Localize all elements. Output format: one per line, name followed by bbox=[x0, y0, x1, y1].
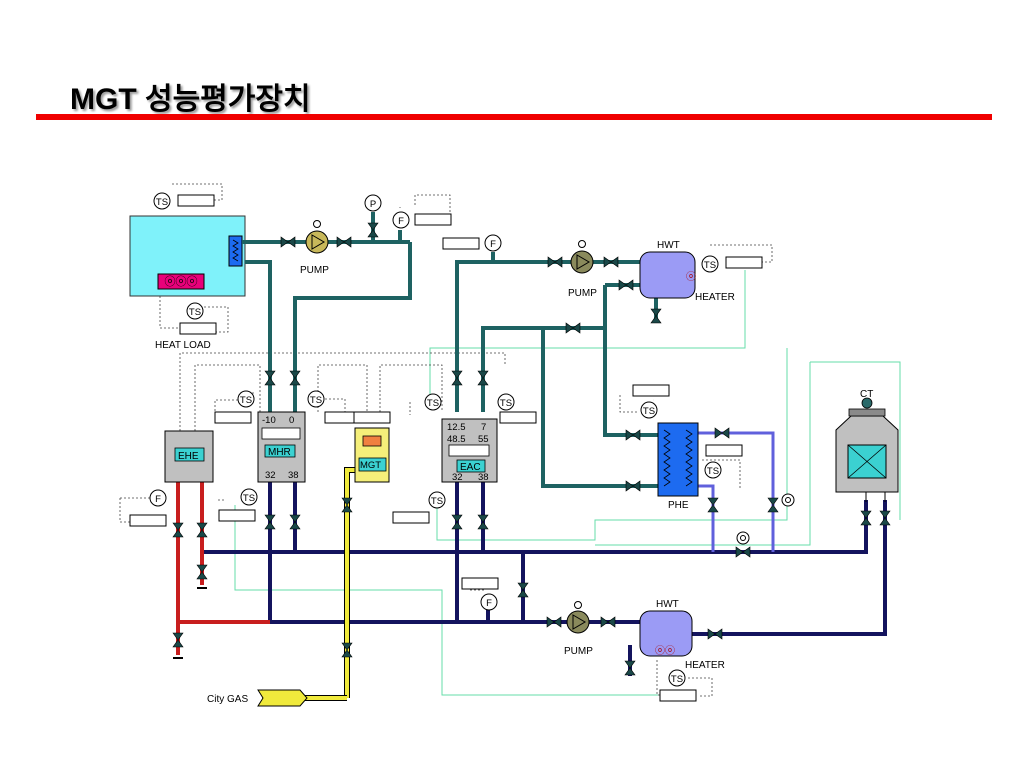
page-title: MGT 성능평가장치 bbox=[70, 83, 311, 116]
svg-text:TS: TS bbox=[704, 260, 716, 271]
phe-exchanger bbox=[657, 422, 699, 497]
red-pipes bbox=[176, 482, 270, 655]
svg-text:TS: TS bbox=[643, 406, 655, 417]
svg-text:F: F bbox=[398, 216, 404, 227]
ehe-box bbox=[164, 430, 214, 483]
city-gas-label: City GAS bbox=[207, 694, 248, 705]
ts-sensors: TS TS TS TS TS TS TS TS TS TS TS TS bbox=[153, 192, 722, 687]
pump-top-icon bbox=[305, 220, 329, 254]
flow-sensor-icon: F bbox=[480, 593, 498, 611]
svg-text:F: F bbox=[155, 494, 161, 505]
svg-text:TS: TS bbox=[671, 674, 683, 685]
ts-sensor-icon: TS bbox=[237, 390, 255, 408]
ts-sensor-icon: TS bbox=[153, 192, 171, 210]
svg-text:TS: TS bbox=[240, 395, 252, 406]
ts-sensor-icon: TS bbox=[240, 488, 258, 506]
mgt-label: MGT bbox=[360, 460, 381, 471]
svg-text:F: F bbox=[490, 239, 496, 250]
hwt-top: ⓞ bbox=[639, 251, 696, 299]
ts-sensor-icon: TS bbox=[701, 255, 719, 273]
eac-box bbox=[441, 418, 498, 483]
ts-sensor-icon: TS bbox=[640, 401, 658, 419]
pump-bottom-label: PUMP bbox=[564, 646, 593, 657]
eac-value-r1l: 12.5 bbox=[447, 422, 466, 433]
ts-sensor-icon: TS bbox=[428, 491, 446, 509]
hwt-bottom: ⓞⓞ bbox=[639, 610, 693, 657]
svg-text:P: P bbox=[370, 199, 376, 210]
mhr-box bbox=[257, 411, 306, 483]
eac-value-bl: 32 bbox=[452, 472, 463, 483]
mhr-value-br: 38 bbox=[288, 470, 299, 481]
ts-sensor-icon: TS bbox=[307, 390, 325, 408]
pump-bottom-icon bbox=[566, 601, 590, 634]
pump-top-label: PUMP bbox=[300, 265, 329, 276]
ts-sensor-icon: TS bbox=[704, 461, 722, 479]
svg-text:TS: TS bbox=[156, 197, 168, 208]
signal-lines bbox=[234, 270, 901, 696]
flow-indicators bbox=[736, 493, 795, 545]
ct-label: CT bbox=[860, 389, 873, 400]
navy-pipes bbox=[202, 480, 887, 676]
flow-sensor-icon: F bbox=[484, 234, 502, 252]
svg-text:TS: TS bbox=[189, 307, 201, 318]
phe-label: PHE bbox=[668, 500, 689, 511]
heater-top-label: HEATER bbox=[695, 292, 735, 303]
svg-text:TS: TS bbox=[243, 493, 255, 504]
hwt-top-label: HWT bbox=[657, 240, 680, 251]
mgt-box bbox=[354, 427, 390, 483]
svg-text:TS: TS bbox=[707, 466, 719, 477]
ts-sensor-icon: TS bbox=[186, 302, 204, 320]
cooling-tower bbox=[835, 397, 899, 502]
hwt-bottom-label: HWT bbox=[656, 599, 679, 610]
eac-value-r2r: 55 bbox=[478, 434, 489, 445]
svg-text:F: F bbox=[486, 598, 492, 609]
ts-sensor-icon: TS bbox=[497, 393, 515, 411]
eac-label: EAC bbox=[460, 462, 481, 473]
hwt-bottom-heater-icon: ⓞⓞ bbox=[655, 645, 675, 657]
heater-bottom-label: HEATER bbox=[685, 660, 725, 671]
pump-mid-icon bbox=[570, 240, 594, 274]
pressure-sensor-icon: P bbox=[364, 194, 382, 212]
eac-value-r1r: 7 bbox=[481, 422, 486, 433]
flow-sensor-icon: F bbox=[392, 211, 410, 229]
flow-sensor-icon: F bbox=[149, 489, 167, 507]
hwt-top-heater-icon: ⓞ bbox=[686, 271, 696, 283]
pump-mid-label: PUMP bbox=[568, 288, 597, 299]
flow-sensors: F F F F bbox=[149, 211, 502, 611]
ts-sensor-icon: TS bbox=[668, 669, 686, 687]
mhr-value-tl: -10 bbox=[262, 415, 276, 426]
heat-load-coil-icon: ⓞⓞⓞ bbox=[165, 275, 198, 288]
heat-load-label: HEAT LOAD bbox=[155, 340, 211, 351]
svg-text:TS: TS bbox=[500, 398, 512, 409]
svg-text:TS: TS bbox=[431, 496, 443, 507]
eac-value-r2l: 48.5 bbox=[447, 434, 466, 445]
mhr-value-tr: 0 bbox=[289, 415, 294, 426]
eac-value-br: 38 bbox=[478, 472, 489, 483]
heat-load-tank: ⓞⓞⓞ bbox=[129, 215, 246, 297]
gas-line bbox=[257, 467, 360, 707]
mhr-value-bl: 32 bbox=[265, 470, 276, 481]
svg-text:TS: TS bbox=[427, 398, 439, 409]
title-rule bbox=[36, 114, 992, 120]
mhr-label: MHR bbox=[268, 447, 291, 458]
ts-sensor-icon: TS bbox=[424, 393, 442, 411]
svg-text:TS: TS bbox=[310, 395, 322, 406]
display-boxes bbox=[129, 194, 763, 702]
ehe-label: EHE bbox=[178, 451, 199, 462]
